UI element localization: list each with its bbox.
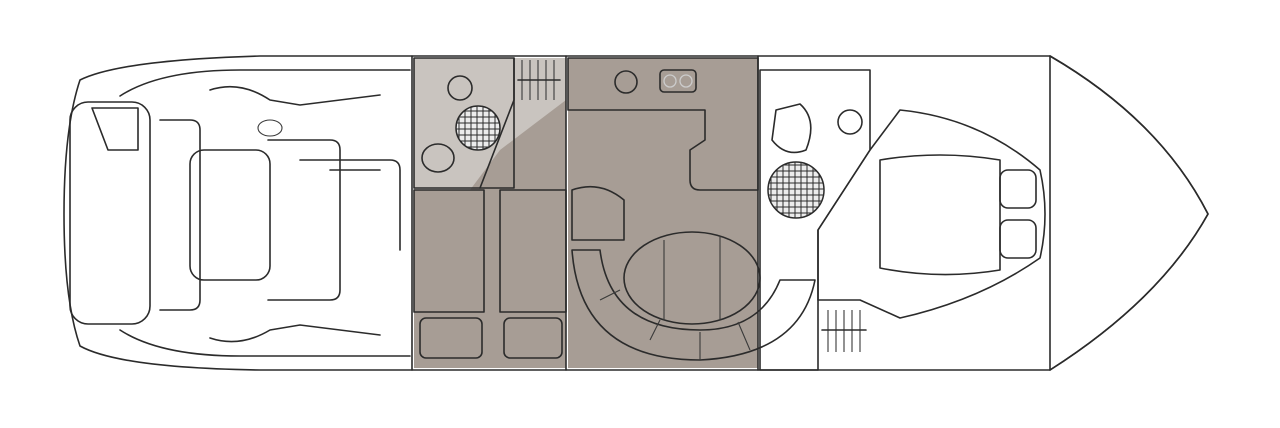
galley-counter [567,57,759,191]
forward-shower-drain-icon [767,161,825,219]
cockpit [69,69,411,357]
aft-head [413,57,515,189]
aft-bench [159,119,201,311]
swim-platform-locker [69,101,151,325]
forward-vent-grille [821,310,867,352]
bow [1049,55,1209,371]
aft-seat-starboard [503,317,563,359]
companionway-steps [571,185,625,241]
u-shaped-settee [571,249,816,361]
aft-head-room [413,57,515,189]
helm-console-starboard [209,324,381,343]
aft-berth-port [413,189,485,313]
stern-hatch [91,107,139,151]
steering-wheel [257,119,283,137]
cockpit-table [189,149,271,281]
aft-toilet [421,143,455,173]
forward-cabin-floor [817,109,1046,319]
v-berth [879,154,1001,276]
aft-cabin-walkway [414,100,566,368]
forward-cabin [817,109,1046,319]
helm-seat [267,139,341,301]
aft-head-sink [447,75,473,101]
aft-seat-port [419,317,483,359]
v-berth-pillow-lower [999,219,1037,259]
aft-shower-drain-icon [455,105,501,151]
aft-vent-grille [517,60,561,100]
forward-toilet [771,103,812,154]
helm-console-port [209,85,381,106]
v-berth-pillow-upper [999,169,1037,209]
stove [659,69,697,93]
forward-head [759,69,871,371]
forward-head-room [759,69,871,371]
forward-head-sink [837,109,863,135]
side-bench [299,159,401,251]
galley-sink [614,70,638,94]
